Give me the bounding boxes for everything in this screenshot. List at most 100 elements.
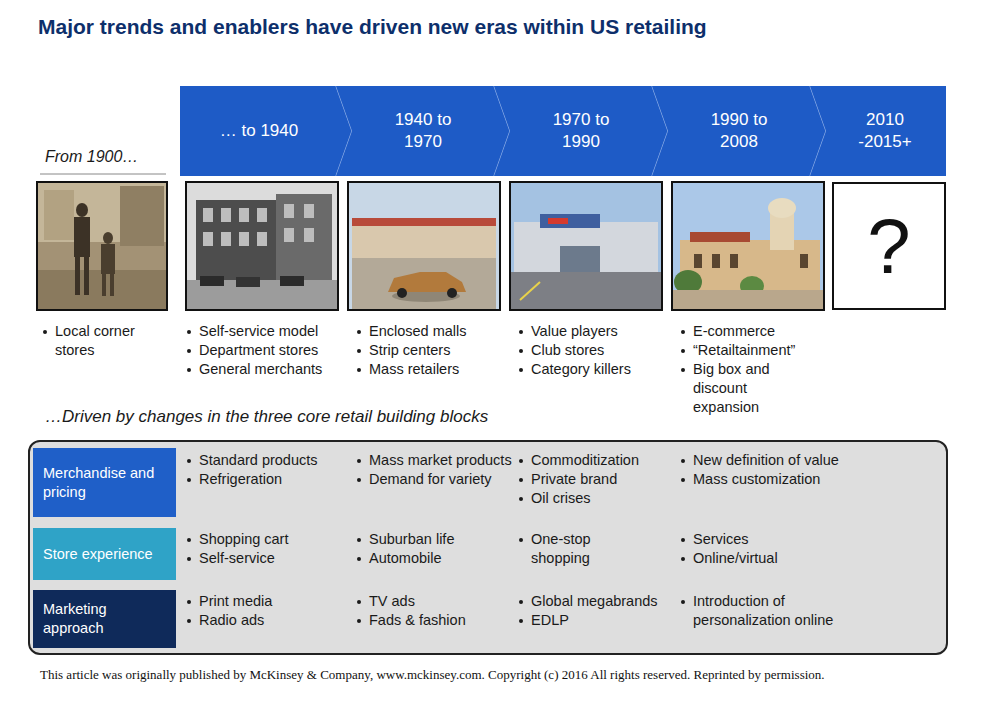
caption: This article was originally published by… bbox=[40, 666, 970, 683]
bullet-item: Demand for variety bbox=[357, 470, 512, 489]
bullet-dot bbox=[187, 368, 191, 372]
bullet-list: Standard productsRefrigeration bbox=[187, 451, 352, 489]
bullet-dot bbox=[681, 368, 685, 372]
bullet-item: Big box and discount expansion bbox=[681, 360, 796, 417]
bullet-list: Enclosed mallsStrip centersMass retailer… bbox=[357, 322, 512, 379]
bullet-text: Value players bbox=[531, 322, 618, 341]
bullet-item: Radio ads bbox=[187, 611, 352, 630]
bullet-dot bbox=[519, 330, 523, 334]
bullet-text: Demand for variety bbox=[369, 470, 492, 489]
bullet-item: Fads & fashion bbox=[357, 611, 512, 630]
bullet-dot bbox=[681, 600, 685, 604]
bullet-list: TV adsFads & fashion bbox=[357, 592, 512, 630]
bullet-text: Shopping cart bbox=[199, 530, 288, 549]
bullet-text: General merchants bbox=[199, 360, 322, 379]
bullet-dot bbox=[519, 619, 523, 623]
bullet-list: Self-service modelDepartment storesGener… bbox=[187, 322, 352, 379]
bullet-text: Refrigeration bbox=[199, 470, 282, 489]
bullet-dot bbox=[681, 330, 685, 334]
bullet-list: Suburban lifeAutomobile bbox=[357, 530, 512, 568]
bullet-text: Strip centers bbox=[369, 341, 450, 360]
bullet-dot bbox=[519, 459, 523, 463]
chevron-shape bbox=[336, 86, 510, 176]
bullet-text: Radio ads bbox=[199, 611, 264, 630]
bullet-dot bbox=[519, 349, 523, 353]
row-header-label: Merchandise and pricing bbox=[43, 464, 166, 502]
bullet-dot bbox=[187, 349, 191, 353]
era-label: … to 1940 bbox=[220, 120, 298, 142]
bullet-list: CommoditizationPrivate brandOil crises bbox=[519, 451, 674, 508]
bullet-text: Self-service model bbox=[199, 322, 318, 341]
bullet-item: Private brand bbox=[519, 470, 674, 489]
bullet-text: E-commerce bbox=[693, 322, 775, 341]
era-label: 1940 to 1970 bbox=[383, 109, 463, 153]
bullet-text: Private brand bbox=[531, 470, 617, 489]
bullet-dot bbox=[519, 478, 523, 482]
period-label: From 1900… bbox=[45, 146, 170, 168]
bullet-list: E-commerce“Retailtainment”Big box and di… bbox=[681, 322, 796, 417]
chevron-shape bbox=[810, 86, 946, 176]
bullet-text: Oil crises bbox=[531, 489, 591, 508]
bullet-text: Online/virtual bbox=[693, 549, 778, 568]
bullet-item: Mass customization bbox=[681, 470, 911, 489]
bullet-item: Commoditization bbox=[519, 451, 674, 470]
bullet-item: Suburban life bbox=[357, 530, 512, 549]
bullet-dot bbox=[519, 368, 523, 372]
bullet-list: New definition of valueMass customizatio… bbox=[681, 451, 911, 489]
bullet-list: One-stop shopping bbox=[519, 530, 631, 568]
era-chevron: 1990 to 2008 bbox=[652, 86, 826, 176]
bullet-text: Fads & fashion bbox=[369, 611, 466, 630]
era-label: 1990 to 2008 bbox=[699, 109, 779, 153]
bullet-text: One-stop shopping bbox=[531, 530, 631, 568]
bullet-text: Big box and discount expansion bbox=[693, 360, 796, 417]
bullet-dot bbox=[187, 557, 191, 561]
bullet-list: Introduction of personalization online bbox=[681, 592, 856, 630]
bullet-dot bbox=[357, 557, 361, 561]
bullet-dot bbox=[681, 538, 685, 542]
bullet-dot bbox=[357, 478, 361, 482]
bullet-item: Automobile bbox=[357, 549, 512, 568]
bullet-text: Category killers bbox=[531, 360, 631, 379]
bullet-dot bbox=[187, 538, 191, 542]
bullet-item: Online/virtual bbox=[681, 549, 911, 568]
bullet-dot bbox=[357, 349, 361, 353]
bullet-item: Self-service model bbox=[187, 322, 352, 341]
bullet-text: Local corner stores bbox=[55, 322, 163, 360]
department-store-photo bbox=[186, 182, 338, 310]
bullet-item: Refrigeration bbox=[187, 470, 352, 489]
bullet-dot bbox=[357, 368, 361, 372]
bullet-item: Category killers bbox=[519, 360, 674, 379]
bullet-text: Mass market products bbox=[369, 451, 512, 470]
bullet-item: Local corner stores bbox=[43, 322, 163, 360]
row-header-box: Marketing approach bbox=[33, 590, 176, 648]
bullet-item: Self-service bbox=[187, 549, 352, 568]
bullet-item: Introduction of personalization online bbox=[681, 592, 856, 630]
value-store-photo bbox=[510, 182, 662, 310]
bullet-text: Global megabrands bbox=[531, 592, 658, 611]
row-header-box: Store experience bbox=[33, 528, 176, 580]
bullet-text: EDLP bbox=[531, 611, 569, 630]
bullet-list: Shopping cartSelf-service bbox=[187, 530, 352, 568]
chevron-shape bbox=[652, 86, 826, 176]
bullet-list: Mass market productsDemand for variety bbox=[357, 451, 512, 489]
era-chevron: 2010 -2015+ bbox=[810, 86, 946, 176]
bullet-list: Print mediaRadio ads bbox=[187, 592, 352, 630]
bullet-item: Mass retailers bbox=[357, 360, 512, 379]
period-label: From 1900… bbox=[45, 146, 170, 168]
bullet-item: Club stores bbox=[519, 341, 674, 360]
bullet-text: Club stores bbox=[531, 341, 604, 360]
bullet-text: Services bbox=[693, 530, 749, 549]
bullet-item: Services bbox=[681, 530, 911, 549]
bullet-item: Oil crises bbox=[519, 489, 674, 508]
bullet-dot bbox=[187, 619, 191, 623]
bullet-item: Enclosed malls bbox=[357, 322, 512, 341]
bullet-text: Enclosed malls bbox=[369, 322, 467, 341]
bullet-item: One-stop shopping bbox=[519, 530, 631, 568]
bullet-dot bbox=[187, 478, 191, 482]
bullet-item: EDLP bbox=[519, 611, 674, 630]
panel-heading: …Driven by changes in the three core ret… bbox=[45, 405, 488, 429]
bullet-dot bbox=[519, 538, 523, 542]
bullet-text: Commoditization bbox=[531, 451, 639, 470]
